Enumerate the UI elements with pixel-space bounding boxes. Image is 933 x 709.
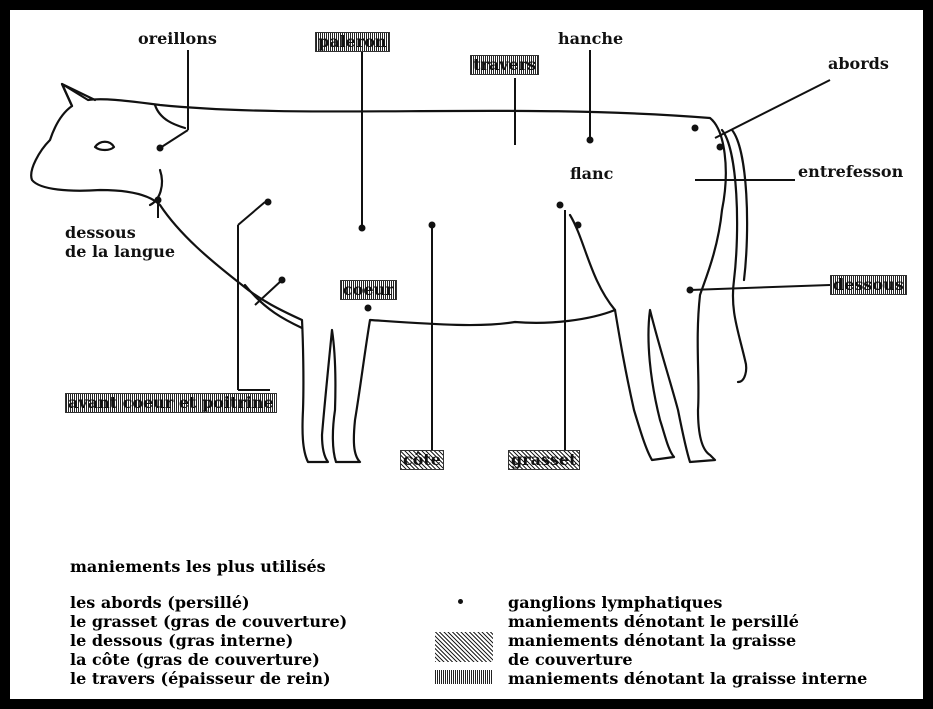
legend-vertical-hatch-icon bbox=[435, 670, 493, 684]
legend-right-3: maniements dénotant la graisse bbox=[508, 631, 796, 650]
label-flanc: flanc bbox=[570, 165, 613, 183]
legend-left-5: le travers (épaisseur de rein) bbox=[70, 669, 331, 688]
legend-right-2: maniements dénotant le persillé bbox=[508, 612, 799, 631]
leader-avant-coeur-a bbox=[238, 202, 265, 225]
label-travers: travers bbox=[470, 55, 539, 75]
legend-left-1: les abords (persillé) bbox=[70, 593, 250, 612]
diagram-frame: oreillons paleron travers hanche abords … bbox=[10, 10, 923, 699]
label-dessous-langue-line1: dessous bbox=[65, 224, 136, 242]
label-entrefesson: entrefesson bbox=[798, 163, 903, 181]
label-oreillons: oreillons bbox=[138, 30, 217, 48]
leader-dessous bbox=[690, 285, 830, 290]
label-avant-coeur: avant coeur et poitrine bbox=[65, 393, 277, 413]
legend-left-4: la côte (gras de couverture) bbox=[70, 650, 320, 669]
label-dessous: dessous bbox=[830, 275, 907, 295]
label-grasset: grasset bbox=[508, 450, 580, 470]
legend-right-5: maniements dénotant la graisse interne bbox=[508, 669, 867, 688]
legend-right-4: de couverture bbox=[508, 650, 633, 669]
eye bbox=[95, 142, 114, 150]
label-hanche: hanche bbox=[558, 30, 623, 48]
label-paleron: paleron bbox=[315, 32, 390, 52]
leader-avant-coeur-b bbox=[255, 280, 282, 305]
label-abords: abords bbox=[828, 55, 889, 73]
leader-abords bbox=[715, 80, 830, 138]
legend-diagonal-hatch-icon bbox=[435, 632, 493, 662]
label-coeur: coeur bbox=[340, 280, 397, 300]
label-cote: côte bbox=[400, 450, 444, 470]
legend-right-1: ganglions lymphatiques bbox=[508, 593, 722, 612]
legend-left-2: le grasset (gras de couverture) bbox=[70, 612, 347, 631]
label-dessous-langue-line2: de la langue bbox=[65, 243, 175, 261]
legend-dot-icon bbox=[458, 599, 463, 604]
legend-title: maniements les plus utilisés bbox=[70, 557, 326, 576]
legend-left-3: le dessous (gras interne) bbox=[70, 631, 293, 650]
ear bbox=[155, 105, 185, 128]
